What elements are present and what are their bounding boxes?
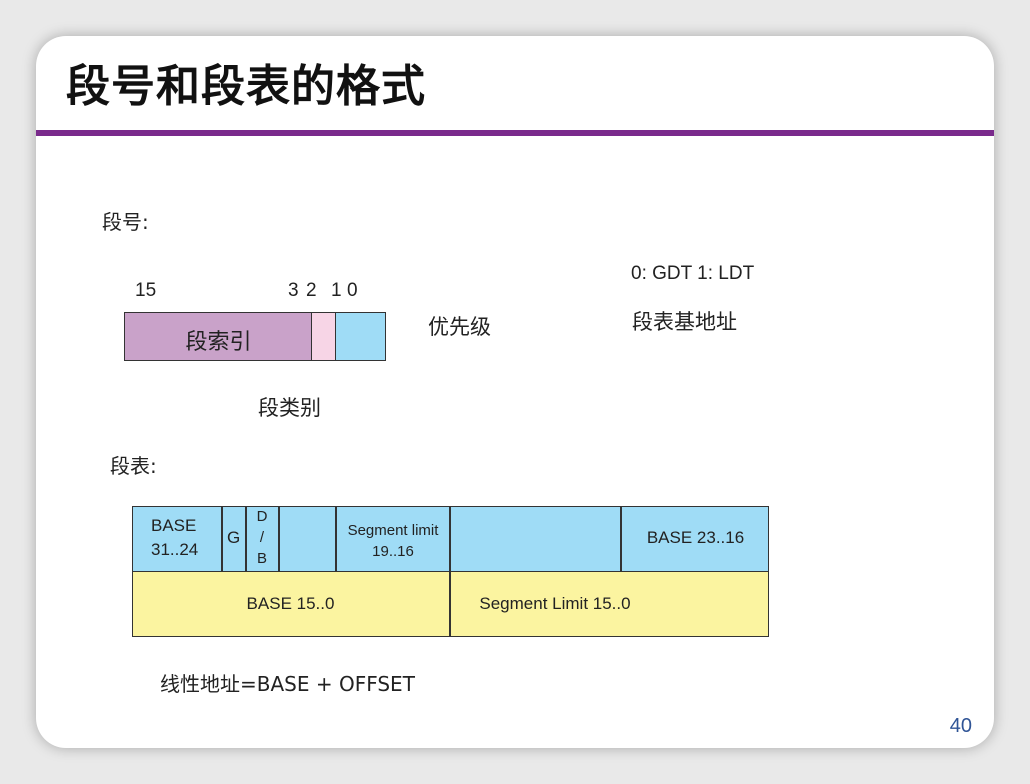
cell-divider (221, 506, 223, 572)
page-number: 40 (949, 715, 972, 737)
descriptor-label: 段表: (110, 454, 157, 478)
descriptor-high-row (132, 506, 769, 572)
bit-0-label: 0 (347, 280, 358, 301)
limit-15-0-cell: Segment Limit 15..0 (479, 594, 631, 613)
cell-divider (620, 506, 622, 572)
privilege-label: 优先级 (428, 315, 491, 339)
cell-divider (335, 506, 337, 572)
base-15-0-cell: BASE 15..0 (246, 594, 335, 613)
db-d: D (256, 508, 268, 525)
base-31-24-line1: BASE (151, 516, 197, 535)
limit-19-16-line1: Segment limit (347, 522, 439, 539)
ti-meaning: 段表基地址 (632, 310, 737, 334)
cell-divider (245, 506, 247, 572)
bit-3-label: 3 (288, 280, 299, 301)
index-field-label: 段索引 (185, 330, 252, 355)
slide-title: 段号和段表的格式 (66, 61, 426, 112)
limit-19-16-line2: 19..16 (372, 543, 414, 560)
linear-address-formula: 线性地址=BASE + OFFSET (160, 672, 415, 696)
selector-rpl-field (335, 312, 386, 361)
g-cell: G (227, 528, 241, 547)
selector-index-field: 段索引 (124, 312, 313, 361)
base-31-24-line2: 31..24 (151, 540, 199, 559)
limit-19-16-cell: Segment limit 19..16 (338, 520, 448, 562)
ti-note: 0: GDT 1: LDT (631, 263, 755, 284)
title-divider (36, 130, 994, 136)
bit-2-label: 2 (306, 280, 317, 301)
slide: 段号和段表的格式 段号: 15 3 2 1 0 段索引 优先级 0: GDT 1… (36, 36, 994, 748)
cell-divider (449, 506, 451, 637)
descriptor-low-row (132, 571, 769, 637)
db-slash: / (259, 529, 265, 546)
descriptor-table: BASE 31..24 G D / B Segment limit 19..16… (132, 506, 769, 637)
db-b: B (256, 550, 267, 567)
type-label: 段类别 (258, 396, 321, 420)
db-cell: D / B (249, 506, 275, 569)
base-23-16-cell: BASE 23..16 (646, 528, 745, 547)
cell-divider (278, 506, 280, 572)
selector-ti-field (311, 312, 336, 361)
bit-15-label: 15 (135, 280, 157, 301)
bit-1-label: 1 (331, 280, 342, 301)
base-31-24-cell: BASE 31..24 (151, 514, 198, 562)
selector-label: 段号: (102, 210, 149, 234)
